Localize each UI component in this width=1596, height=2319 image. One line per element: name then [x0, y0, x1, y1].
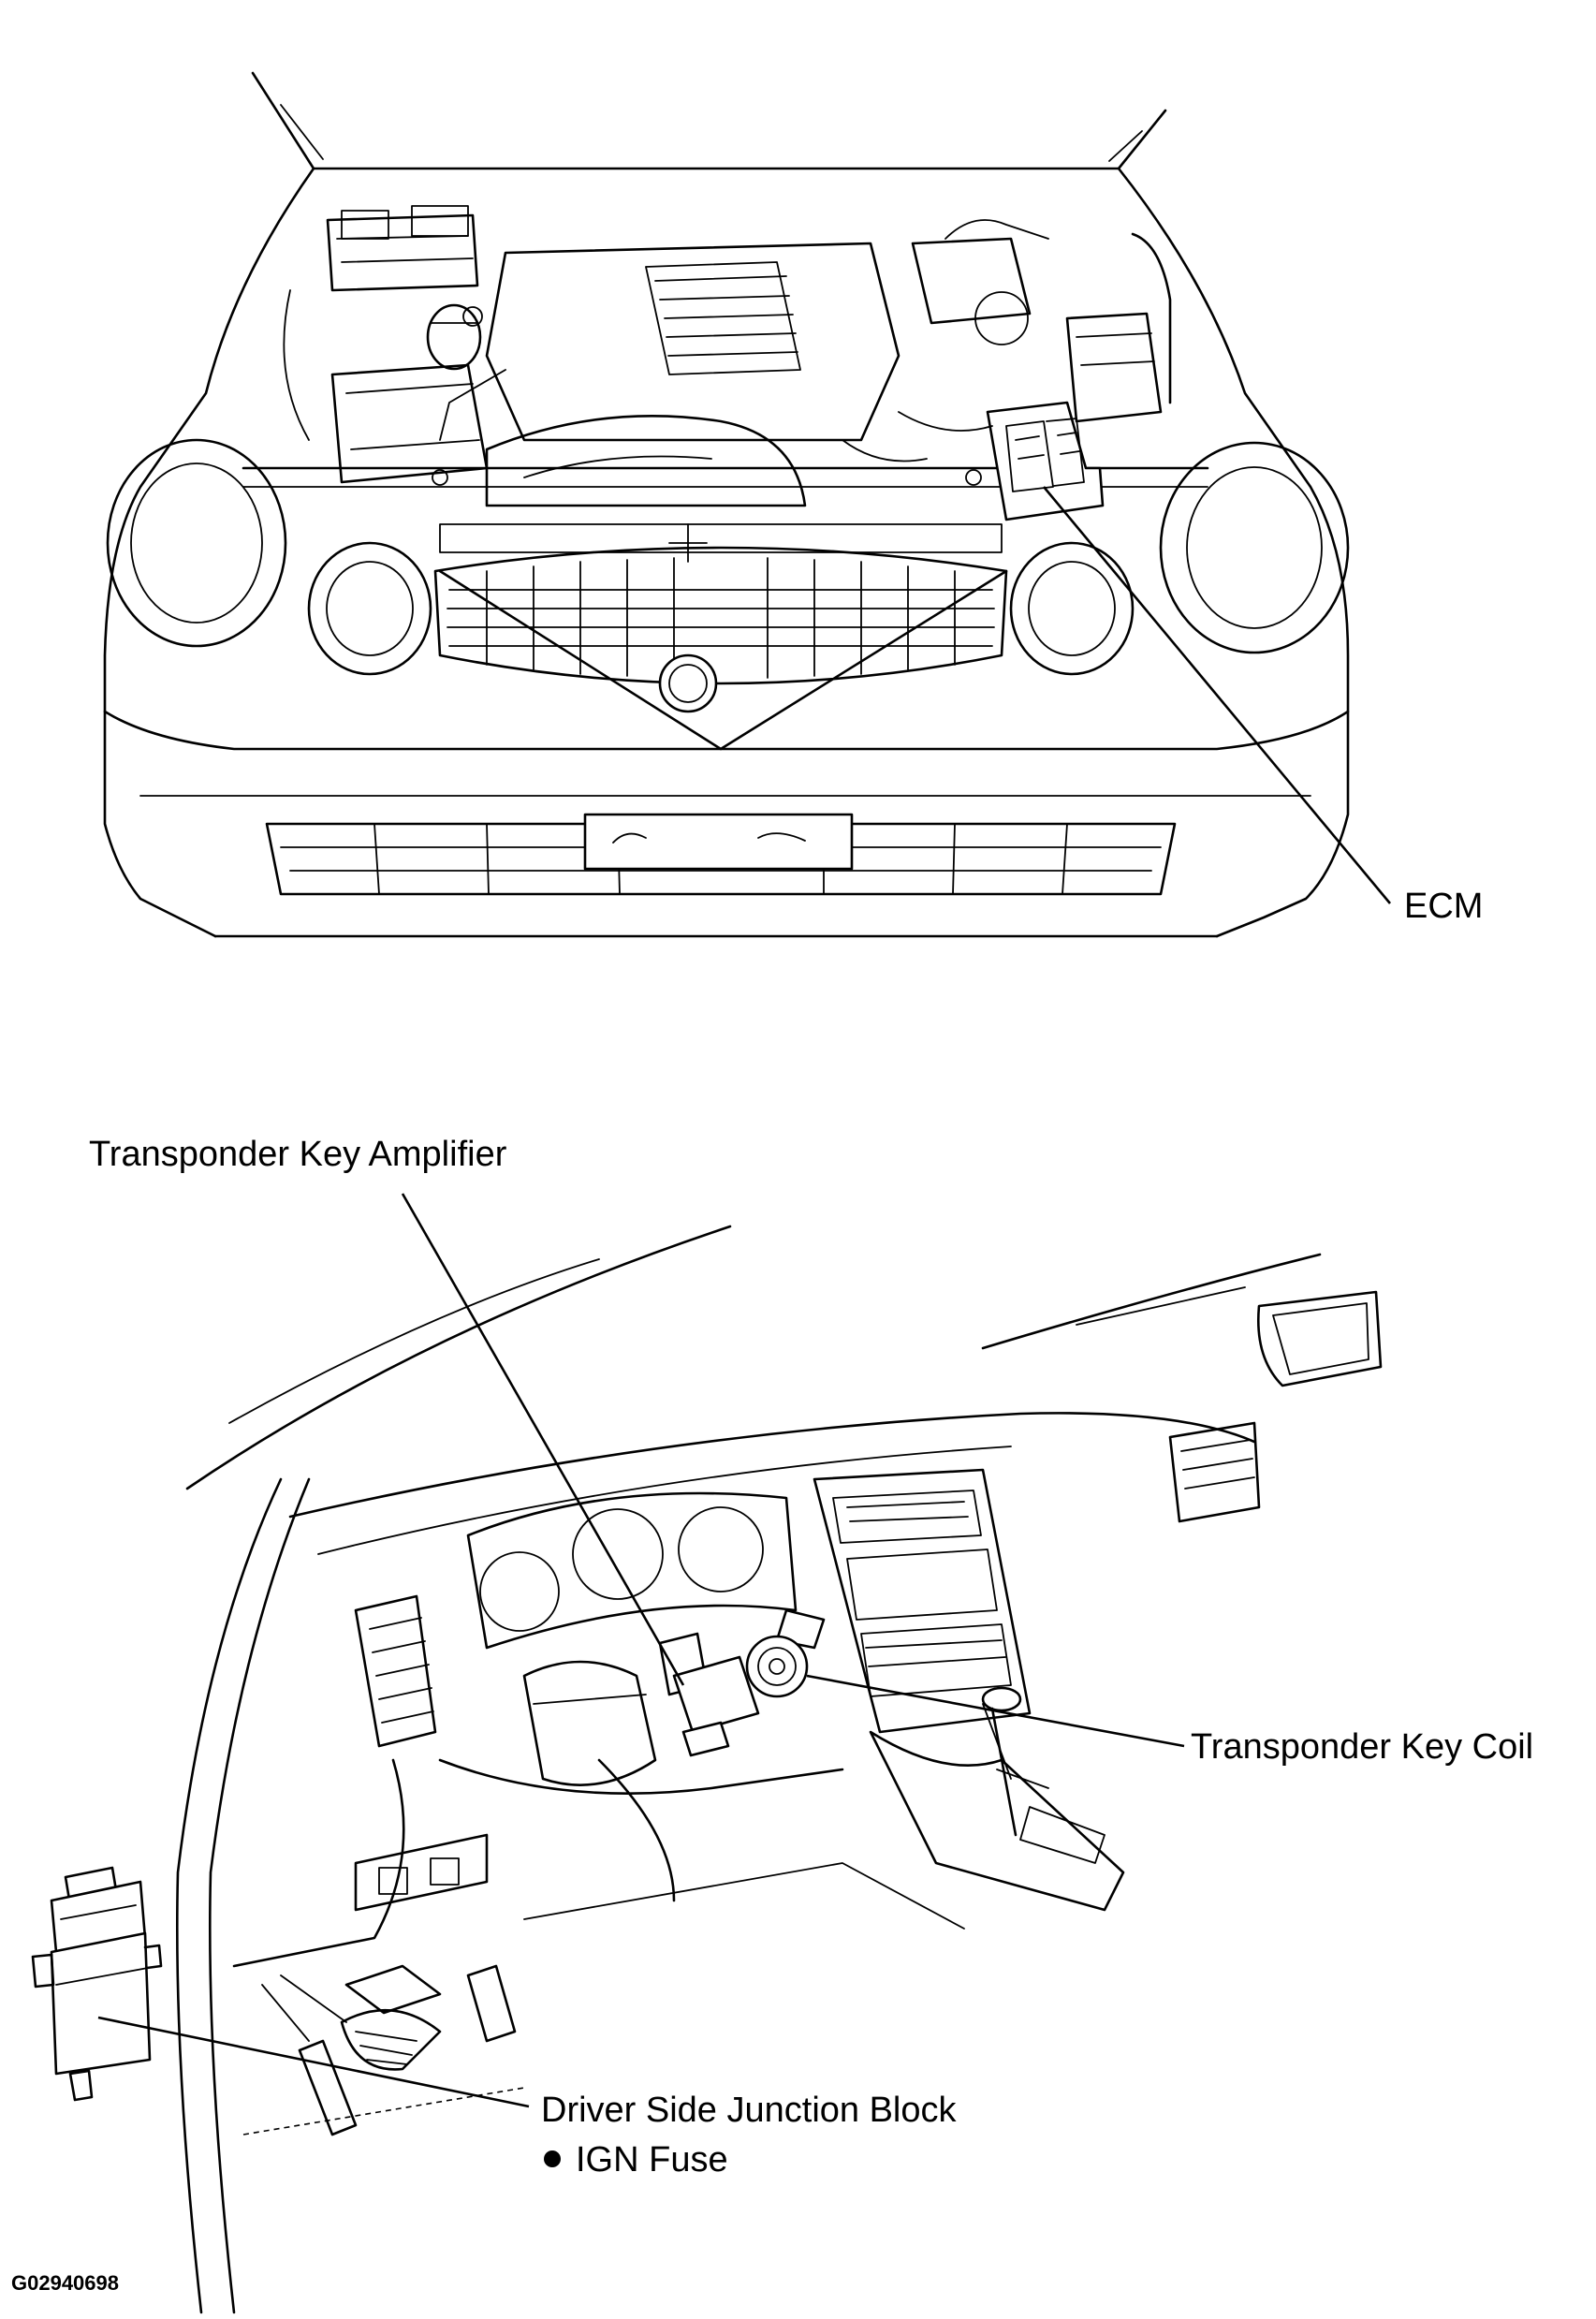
coil-leader-line: [806, 1674, 1185, 1748]
junction-block-leader-line: [97, 2016, 530, 2108]
amplifier-label: Transponder Key Amplifier: [89, 1135, 507, 1174]
ecm-label: ECM: [1404, 887, 1483, 926]
figure-code: G02940698: [11, 2271, 119, 2295]
junction-block-illustration: [31, 1866, 163, 2102]
coil-label: Transponder Key Coil: [1191, 1727, 1533, 1767]
ign-fuse-label: IGN Fuse: [576, 2140, 728, 2180]
bullet-icon: [544, 2150, 561, 2167]
amplifier-leader-line: [401, 1193, 685, 1686]
engine-bay-illustration: [103, 71, 1350, 938]
interior-illustration: [175, 1225, 1383, 2314]
ecm-leader-line: [1043, 486, 1391, 904]
junction-block-label: Driver Side Junction Block: [541, 2091, 958, 2130]
